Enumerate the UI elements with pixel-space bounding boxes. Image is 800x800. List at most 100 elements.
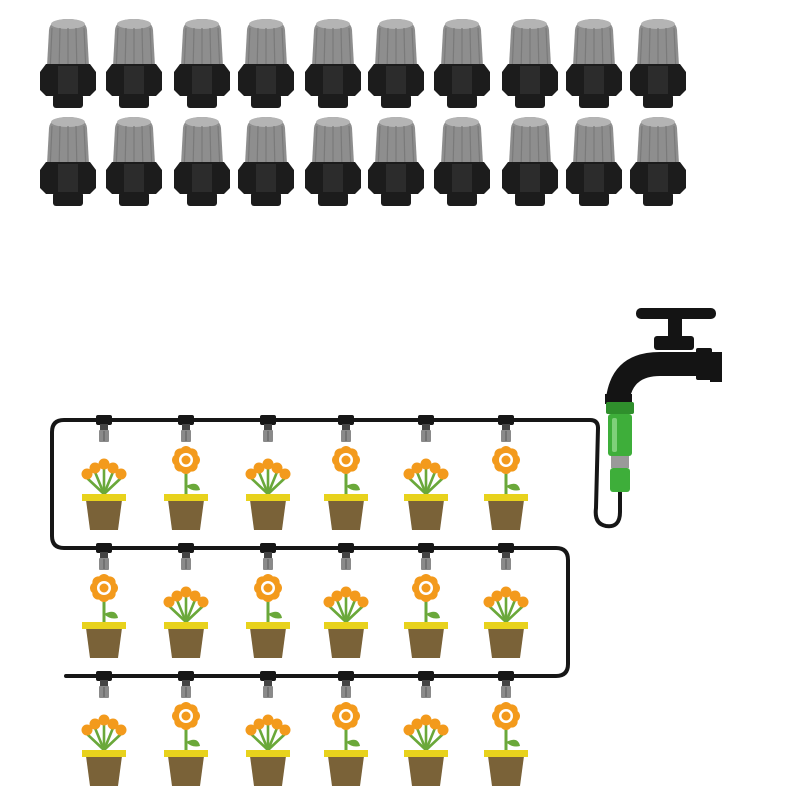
dripper-tee: [96, 671, 112, 681]
flower-center-dot: [501, 711, 511, 721]
potted-plant: [403, 714, 449, 786]
dripper-tee: [338, 543, 354, 553]
nozzle-cap-rib: [348, 27, 352, 65]
nozzle-collar-face: [386, 164, 406, 192]
cluster-stem: [257, 471, 270, 495]
dripper-nozzle: [338, 415, 354, 442]
faucet-feed-tube: [593, 426, 622, 529]
nozzle-stem: [447, 192, 477, 206]
nozzle-cap-rib: [673, 27, 677, 65]
nozzle-cap-rib: [124, 27, 127, 65]
cluster-stem: [93, 471, 106, 495]
nozzle-collar-face: [452, 66, 472, 94]
dripper-neck: [182, 680, 190, 686]
connector-body: [608, 414, 632, 456]
pot-body: [488, 756, 524, 786]
nozzle-cap-rib: [281, 125, 285, 163]
dripper-nozzle: [498, 415, 514, 442]
nozzle-cap-rib: [648, 27, 651, 65]
potted-plant: [245, 714, 291, 786]
pot-body: [250, 756, 286, 786]
nozzle-stem: [119, 94, 149, 108]
nozzle-stem: [381, 94, 411, 108]
nozzle-cap-rib: [273, 125, 276, 163]
cluster-bud: [509, 590, 521, 602]
nozzle-cap-rib: [141, 125, 144, 163]
pot-rim: [82, 622, 126, 629]
dripper-neck: [422, 424, 430, 430]
nozzle-cap-rib: [115, 125, 119, 163]
dripper-tee: [418, 671, 434, 681]
dripper-neck: [100, 424, 108, 430]
pot-body: [86, 756, 122, 786]
potted-plant-rows: [81, 446, 529, 786]
pot-rim: [484, 622, 528, 629]
pot-body: [250, 628, 286, 658]
potted-plant: [484, 446, 528, 530]
cluster-bud: [517, 596, 529, 608]
nozzle-cap-rib: [584, 27, 587, 65]
pot-rim: [324, 494, 368, 501]
cluster-bud: [340, 586, 352, 598]
dripper-nozzle: [418, 415, 434, 442]
dripper-nozzle: [338, 671, 354, 698]
nozzle-cap-rib: [209, 125, 212, 163]
dripper-tee: [260, 543, 276, 553]
nozzle-row-drippers: [96, 415, 514, 698]
faucet-spout: [606, 352, 710, 398]
pot-rim: [404, 494, 448, 501]
cluster-stem: [266, 727, 279, 751]
faucet-handle-bar: [636, 308, 716, 319]
connector-highlight: [612, 418, 617, 452]
nozzle-collar-face: [520, 164, 540, 192]
pot-body: [488, 500, 524, 530]
cluster-stem: [168, 605, 187, 623]
cluster-bud: [420, 714, 432, 726]
cluster-bud: [411, 718, 423, 730]
dripper-nozzle: [96, 543, 112, 570]
nozzle-collar-face: [124, 164, 144, 192]
potted-plant: [403, 458, 449, 530]
cluster-bud: [279, 468, 291, 480]
cluster-stem: [408, 477, 427, 495]
cluster-bud: [189, 590, 201, 602]
nozzle-cap-rib: [537, 125, 540, 163]
dripper-nozzle: [178, 543, 194, 570]
mist-nozzle: [368, 19, 424, 108]
pot-body: [328, 756, 364, 786]
flower-center-dot: [263, 583, 273, 593]
cluster-stem: [328, 605, 347, 623]
cluster-bud: [262, 458, 274, 470]
dripper-tee: [498, 671, 514, 681]
cluster-bud: [429, 462, 441, 474]
nozzle-cap-rib: [601, 27, 604, 65]
potted-plant: [404, 574, 448, 658]
pot-body: [250, 500, 286, 530]
pot-body: [168, 756, 204, 786]
flower-leaf: [506, 483, 520, 491]
dripper-neck: [264, 552, 272, 558]
dripper-tee: [498, 543, 514, 553]
mist-nozzle: [305, 19, 361, 108]
nozzle-collar-face: [648, 66, 668, 94]
nozzle-collar-face: [323, 164, 343, 192]
nozzle-cap-rib: [209, 27, 212, 65]
mist-nozzle: [106, 117, 162, 206]
dripper-neck: [422, 552, 430, 558]
pot-body: [328, 500, 364, 530]
cluster-bud: [245, 724, 257, 736]
mist-nozzle: [174, 19, 230, 108]
potted-plant: [483, 586, 529, 658]
nozzle-cap-rib: [665, 27, 668, 65]
connector-grey-ring: [611, 456, 629, 468]
dripper-nozzle: [260, 543, 276, 570]
cluster-stem: [250, 733, 269, 751]
nozzle-cap-top: [513, 19, 547, 29]
nozzle-cap-rib: [183, 125, 187, 163]
pot-rim: [82, 494, 126, 501]
cluster-bud: [331, 590, 343, 602]
flower-leaf: [426, 611, 440, 619]
nozzle-stem: [515, 192, 545, 206]
nozzle-cap-rib: [256, 27, 259, 65]
nozzle-stem: [251, 94, 281, 108]
